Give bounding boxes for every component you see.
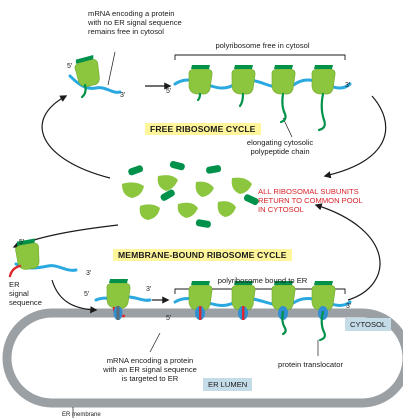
- mrna-strand: [68, 74, 122, 94]
- three-prime-end: 3′: [345, 82, 351, 89]
- five-prime-end: 5′: [84, 291, 90, 298]
- ribosome-icon: [311, 280, 336, 311]
- cytosol-tag: CYTOSOL: [345, 318, 392, 331]
- ribosomal-subunit-pool: [122, 160, 259, 228]
- bracket-polyribosome-er: [174, 288, 346, 294]
- free-ribosome-cycle-title: FREE RIBOSOME CYCLE: [145, 123, 261, 135]
- five-prime-end: 5′: [19, 239, 25, 246]
- five-prime-end: 5′: [166, 315, 172, 322]
- label-mrna-no-signal: mRNA encoding a protein with no ER signa…: [88, 9, 182, 37]
- label-elongating-chain: elongating cytosolic polypeptide chain: [246, 138, 314, 157]
- ribosome-icon: [311, 64, 336, 95]
- signal-sequence-icon: [8, 264, 22, 278]
- label-mrna-with-signal: mRNA encoding a protein with an ER signa…: [103, 356, 197, 384]
- label-protein-translocator: protein translocator: [278, 360, 344, 369]
- label-er-membrane: ER membrane: [62, 412, 101, 418]
- three-prime-end: 3′: [346, 303, 352, 310]
- leader-er-targeting: [149, 332, 161, 353]
- ribosome-icon: [271, 64, 296, 95]
- polyribosome-er-group: [188, 280, 336, 342]
- three-prime-end: 3′: [146, 286, 152, 293]
- ribosome-icon: [231, 64, 256, 95]
- label-er-signal-sequence: ER signal sequence: [9, 280, 42, 308]
- five-prime-end: 5′: [166, 88, 172, 95]
- three-prime-end: 3′: [86, 270, 92, 277]
- ribosome-icon: [188, 280, 213, 311]
- membrane-cycle-title: MEMBRANE-BOUND RIBOSOME CYCLE: [113, 249, 292, 261]
- ribosome-icon: [106, 278, 131, 309]
- ribosome-icon: [231, 280, 256, 311]
- cycle-arrow-free-start: [41, 95, 111, 179]
- label-polyribosome-free: polyribosome free in cytosol: [215, 41, 310, 50]
- er-membrane-loop: [2, 308, 403, 408]
- bracket-polyribosome-free: [174, 54, 346, 60]
- ribosome-icon: [271, 280, 296, 311]
- protein-translocator-icon: [113, 306, 123, 320]
- leader-mrna-no-signal: [107, 51, 116, 86]
- five-prime-end: 5′: [67, 63, 73, 70]
- cycle-arrow-membrane-return: [314, 203, 381, 301]
- label-common-pool: ALL RIBOSOMAL SUBUNITS RETURN TO COMMON …: [258, 187, 363, 215]
- three-prime-end: 3′: [120, 92, 126, 99]
- polyribosome-free-group: [188, 64, 336, 132]
- ribosome-icon: [188, 64, 213, 95]
- arrow-to-er-targeting: [51, 279, 98, 314]
- label-polyribosome-er: polyribosome bound to ER: [217, 276, 308, 285]
- cycle-arrow-free-return: [323, 95, 387, 179]
- er-lumen-tag: ER LUMEN: [203, 378, 253, 391]
